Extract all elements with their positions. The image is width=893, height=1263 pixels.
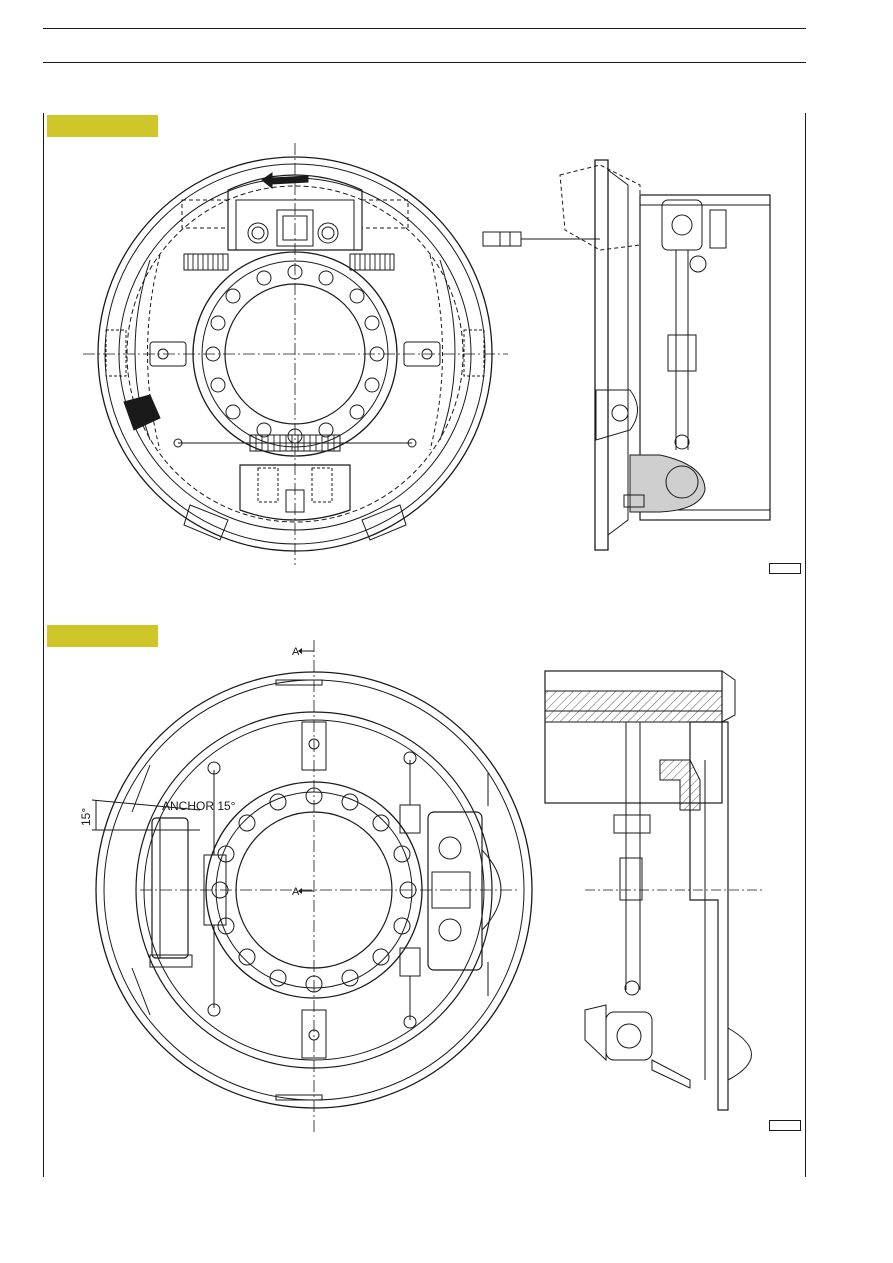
anchor-label: ANCHOR 15°: [162, 799, 236, 813]
figure-2-front-view: [91, 640, 533, 1135]
angle-label: 15°: [79, 808, 93, 826]
figure-2-side-view: [544, 670, 765, 1111]
figure-2-bolt-circle: [211, 787, 417, 993]
figure-1-side-view: [482, 159, 771, 551]
figure-1-reference-box: [769, 563, 801, 574]
header-rule-top: [43, 28, 806, 29]
section-marker-mid: A: [292, 886, 300, 898]
frame-right-line: [805, 113, 806, 1177]
frame-left-line: [43, 113, 44, 1177]
figure-2-tag: [47, 625, 158, 647]
header-rule-bottom: [43, 62, 806, 63]
figure-1-front-view: [83, 143, 508, 565]
figure-2-reference-box: [769, 1120, 801, 1131]
figure-2-labels: A A 15° ANCHOR 15°: [79, 646, 314, 898]
section-marker-top: A: [292, 646, 300, 658]
figure-1-tag: [47, 115, 158, 137]
figure-1-bolt-circle: [205, 264, 385, 444]
